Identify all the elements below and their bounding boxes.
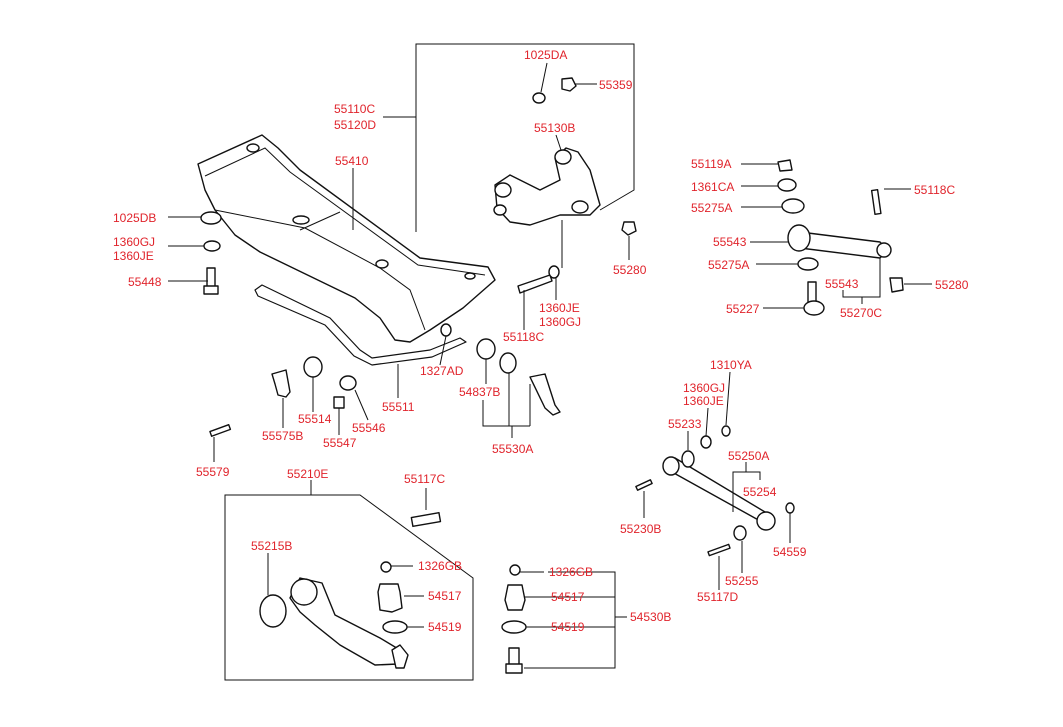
label-55543-b: 55543 bbox=[825, 277, 859, 291]
label-55410: 55410 bbox=[335, 154, 369, 168]
label-55255: 55255 bbox=[725, 574, 759, 588]
label-55250a: 55250A bbox=[728, 449, 769, 463]
label-54559: 54559 bbox=[773, 545, 807, 559]
label-1360gj-b: 1360GJ bbox=[539, 315, 581, 329]
small-hardware bbox=[200, 77, 904, 674]
label-1327ad: 1327AD bbox=[420, 364, 464, 378]
label-1025da: 1025DA bbox=[524, 48, 567, 62]
label-55543-a: 55543 bbox=[713, 235, 747, 249]
label-1360gj-a: 1360GJ bbox=[113, 235, 155, 249]
label-55254: 55254 bbox=[743, 485, 777, 499]
label-55514: 55514 bbox=[298, 412, 332, 426]
label-55118c-b: 55118C bbox=[914, 183, 955, 197]
label-55233: 55233 bbox=[668, 417, 702, 431]
stabilizer-bar-part bbox=[254, 284, 467, 366]
label-54837b: 54837B bbox=[459, 385, 500, 399]
label-55230b: 55230B bbox=[620, 522, 661, 536]
label-55275a-a: 55275A bbox=[691, 201, 732, 215]
trailing-arm-group-box bbox=[224, 494, 474, 681]
label-1360je-b: 1360JE bbox=[539, 301, 580, 315]
label-55547: 55547 bbox=[323, 436, 357, 450]
label-55579: 55579 bbox=[196, 465, 230, 479]
label-55130b: 55130B bbox=[534, 121, 575, 135]
lateral-arm-part bbox=[787, 224, 892, 259]
label-55359: 55359 bbox=[599, 78, 633, 92]
label-1326gb-b: 1326GB bbox=[549, 565, 593, 579]
label-1360je-a: 1360JE bbox=[113, 249, 154, 263]
label-55275a-b: 55275A bbox=[708, 258, 749, 272]
label-55280-b: 55280 bbox=[935, 278, 969, 292]
label-55511: 55511 bbox=[382, 400, 415, 414]
label-55118c-a: 55118C bbox=[503, 330, 544, 344]
label-55210e: 55210E bbox=[287, 467, 328, 481]
label-54519-a: 54519 bbox=[428, 620, 462, 634]
upper-arm-part bbox=[493, 147, 601, 226]
label-1361ca: 1361CA bbox=[691, 180, 734, 194]
label-55227: 55227 bbox=[726, 302, 760, 316]
label-54517-a: 54517 bbox=[428, 589, 462, 603]
label-55575b: 55575B bbox=[262, 429, 303, 443]
label-55117d: 55117D bbox=[697, 590, 738, 604]
label-54530b: 54530B bbox=[630, 610, 671, 624]
upper-arm-group-box bbox=[415, 43, 635, 232]
label-54517-b: 54517 bbox=[551, 590, 585, 604]
label-55280-a: 55280 bbox=[613, 263, 647, 277]
label-55110c: 55110C bbox=[334, 102, 375, 116]
leader-lines bbox=[168, 62, 932, 669]
label-55120d: 55120D bbox=[334, 118, 376, 132]
label-55530a: 55530A bbox=[492, 442, 533, 456]
label-55215b: 55215B bbox=[251, 539, 292, 553]
label-55270c: 55270C bbox=[840, 306, 882, 320]
label-1310ya: 1310YA bbox=[710, 358, 752, 372]
label-1326gb-a: 1326GB bbox=[418, 559, 462, 573]
label-54519-b: 54519 bbox=[551, 620, 585, 634]
label-55117c: 55117C bbox=[404, 472, 445, 486]
part-labels: 1025DA 55359 55110C 55120D 55130B 55410 … bbox=[113, 48, 969, 634]
label-1360je-c: 1360JE bbox=[683, 394, 724, 408]
subframe-part bbox=[197, 134, 496, 343]
trailing-arm-part bbox=[259, 577, 409, 669]
label-55119a: 55119A bbox=[691, 157, 731, 171]
lower-rod-part bbox=[662, 456, 776, 531]
label-55546: 55546 bbox=[352, 421, 386, 435]
label-55448: 55448 bbox=[128, 275, 162, 289]
label-1025db: 1025DB bbox=[113, 211, 156, 225]
label-1360gj-c: 1360GJ bbox=[683, 381, 725, 395]
